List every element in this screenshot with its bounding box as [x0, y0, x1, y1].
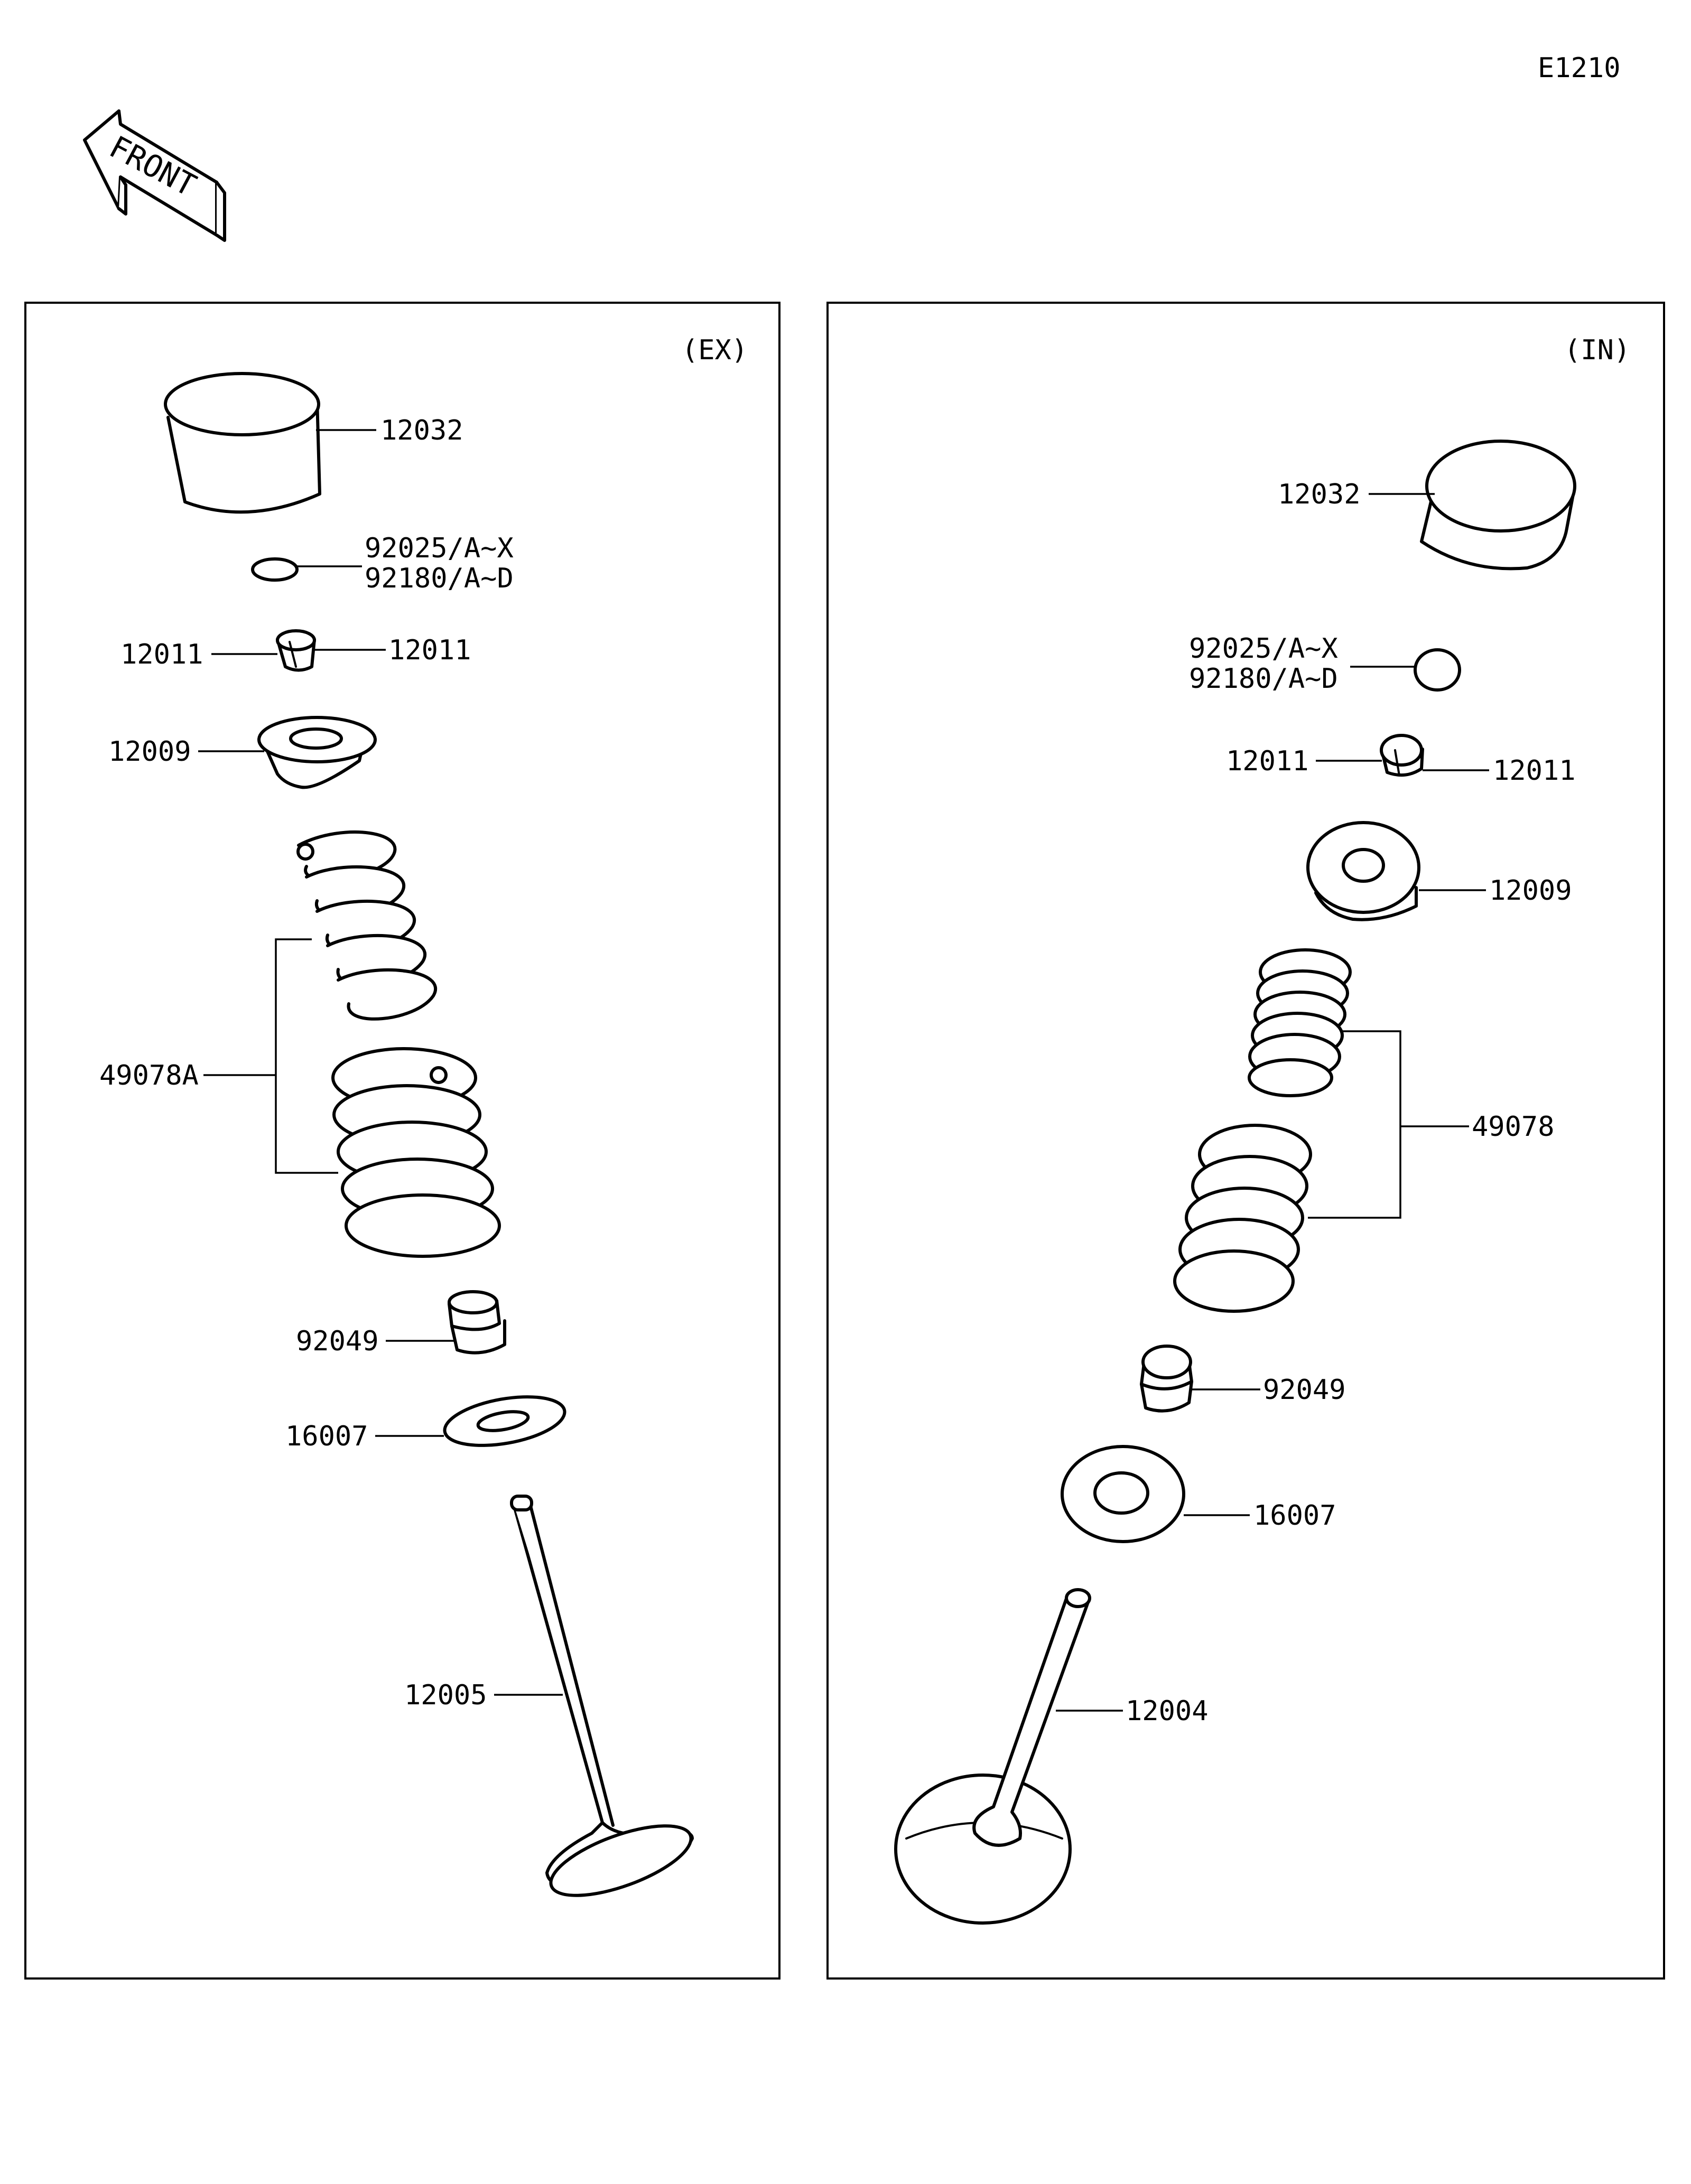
in-inner-spring — [1248, 948, 1352, 1097]
in-stem-seal-label: 92049 — [1263, 1374, 1346, 1406]
in-cotter-left-label: 12011 — [1226, 745, 1309, 777]
in-spring-seat — [1061, 1445, 1185, 1543]
ex-shim-label-a: 92025/A~X — [365, 533, 514, 564]
ex-retainer-label: 12009 — [108, 736, 191, 768]
ex-spring-seat — [443, 1395, 566, 1447]
ex-shim-label-b: 92180/A~D — [365, 563, 514, 594]
in-spring-seat-label: 16007 — [1253, 1500, 1336, 1532]
ex-stem-seal — [448, 1290, 506, 1355]
exhaust-panel: (EX) 12032 92025/A~X 92180/A~D 12011 120… — [24, 302, 781, 1980]
ex-spring-seat-label: 16007 — [285, 1421, 368, 1452]
in-retainer — [1306, 821, 1420, 921]
ex-tappet — [164, 372, 321, 514]
in-retainer-label: 12009 — [1489, 875, 1572, 907]
in-outer-spring — [1173, 1124, 1312, 1313]
in-tappet-label: 12032 — [1278, 479, 1361, 510]
ex-retainer — [257, 716, 377, 789]
intake-tag: (IN) — [1564, 334, 1630, 366]
ex-stem-seal-label: 92049 — [296, 1326, 379, 1357]
ex-inner-spring — [296, 830, 437, 1021]
page-code: E1210 — [1538, 52, 1621, 84]
in-spring-set-label: 49078 — [1472, 1111, 1555, 1143]
ex-spring-set-label: 49078A — [99, 1060, 199, 1091]
ex-cotter — [276, 629, 316, 672]
ex-valve-label: 12005 — [404, 1679, 487, 1711]
in-shim-label-b: 92180/A~D — [1189, 663, 1338, 695]
exhaust-tag: (EX) — [682, 334, 748, 366]
ex-shim — [251, 557, 299, 582]
ex-valve — [510, 1495, 694, 1897]
in-shim — [1414, 648, 1461, 692]
ex-outer-spring — [331, 1047, 501, 1258]
in-cotter-right-label: 12011 — [1493, 755, 1576, 787]
in-stem-seal — [1140, 1345, 1193, 1413]
in-valve-label: 12004 — [1126, 1695, 1209, 1727]
in-shim-label-a: 92025/A~X — [1189, 633, 1338, 665]
in-cotter — [1380, 734, 1424, 777]
front-arrow-icon: FRONT — [83, 109, 226, 242]
ex-tappet-label: 12032 — [380, 415, 463, 446]
ex-cotter-left-label: 12011 — [120, 639, 203, 670]
in-valve — [894, 1588, 1091, 1925]
ex-cotter-right-label: 12011 — [388, 634, 471, 666]
intake-panel: (IN) 12032 92025/A~X 92180/A~D 12011 120… — [826, 302, 1665, 1980]
in-tappet — [1420, 440, 1576, 571]
